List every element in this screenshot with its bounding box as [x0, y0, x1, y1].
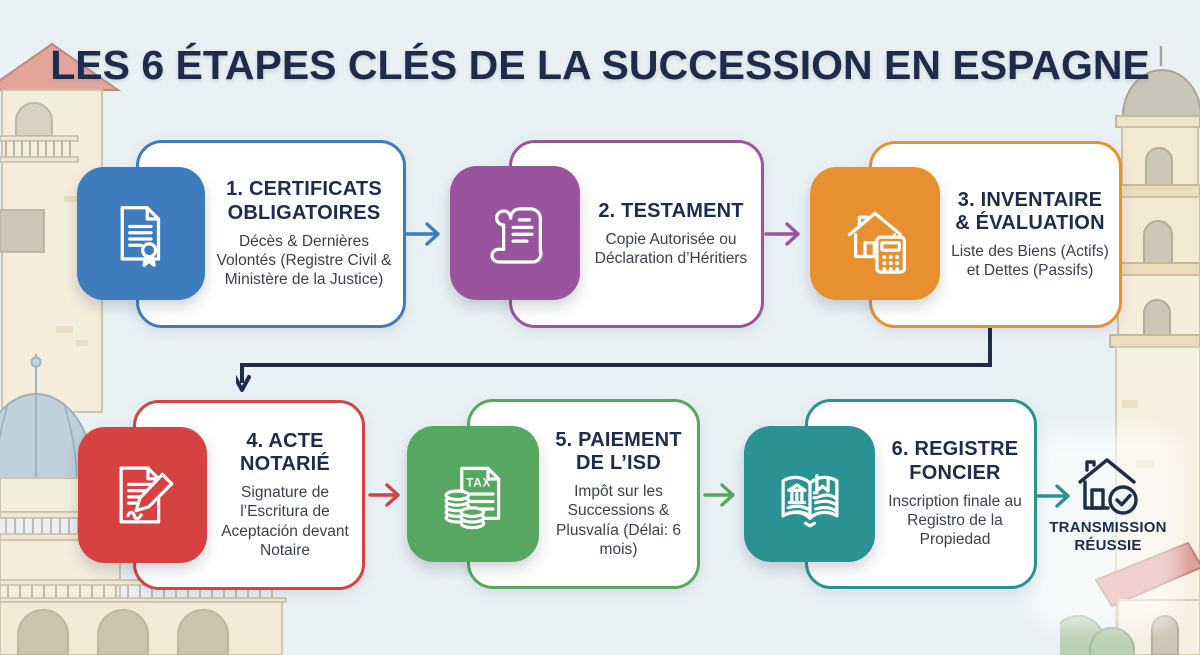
step-1-icon-tile — [77, 167, 205, 300]
page-title: LES 6 ÉTAPES CLÉS DE LA SUCCESSION EN ES… — [50, 42, 1150, 88]
step-2-subtitle: Copie Autorisée ou Déclaration d’Héritie… — [594, 230, 748, 268]
arrow-step1-to-step2 — [404, 222, 440, 246]
arrow-step6-to-result — [1036, 484, 1070, 508]
step-5-subtitle: Impôt sur les Successions & Plusvalía (D… — [556, 483, 681, 558]
arrow-step4-to-step5 — [368, 483, 400, 507]
step-1-title: 1. CERTIFICATS OBLIGATOIRES — [226, 178, 382, 224]
house-calculator-icon — [847, 211, 906, 274]
testament-scroll-icon — [490, 207, 543, 264]
step-4-subtitle: Signature de l’Escritura de Aceptación d… — [221, 484, 349, 559]
step-5-title: 5. PAIEMENT DE L’ISD — [555, 428, 682, 475]
step-3-subtitle: Liste des Biens (Actifs) et Dettes (Pass… — [951, 242, 1109, 280]
step-2-icon-tile — [450, 166, 580, 300]
step-5-icon-tile: TAX — [407, 426, 539, 562]
flow-connector-step3-to-step4 — [236, 327, 992, 392]
house-check-icon — [1078, 458, 1138, 515]
step-6-title: 6. REGISTRE FONCIER — [891, 438, 1019, 484]
step-6-subtitle: Inscription finale au Registro de la Pro… — [888, 492, 1022, 549]
result-label: TRANSMISSION RÉUSSIE — [1049, 519, 1167, 554]
result-highlight — [1030, 432, 1180, 628]
step-3-title: 3. INVENTAIRE & ÉVALUATION — [955, 188, 1105, 234]
step-6-icon-tile — [744, 426, 875, 562]
svg-text:TAX: TAX — [466, 476, 491, 490]
certificate-icon — [120, 205, 161, 267]
registry-book-icon — [781, 474, 838, 528]
tax-payment-icon: TAX — [444, 466, 501, 530]
step-1-subtitle: Décès & Dernières Volontés (Registre Civ… — [216, 232, 392, 289]
notary-signature-icon — [119, 466, 173, 524]
step-3-icon-tile — [810, 167, 940, 300]
arrow-step2-to-step3 — [764, 222, 800, 246]
step-2-title: 2. TESTAMENT — [598, 199, 744, 222]
arrow-step5-to-step6 — [703, 483, 735, 507]
step-4-icon-tile — [78, 427, 207, 563]
step-4-title: 4. ACTE NOTARIÉ — [240, 429, 330, 476]
